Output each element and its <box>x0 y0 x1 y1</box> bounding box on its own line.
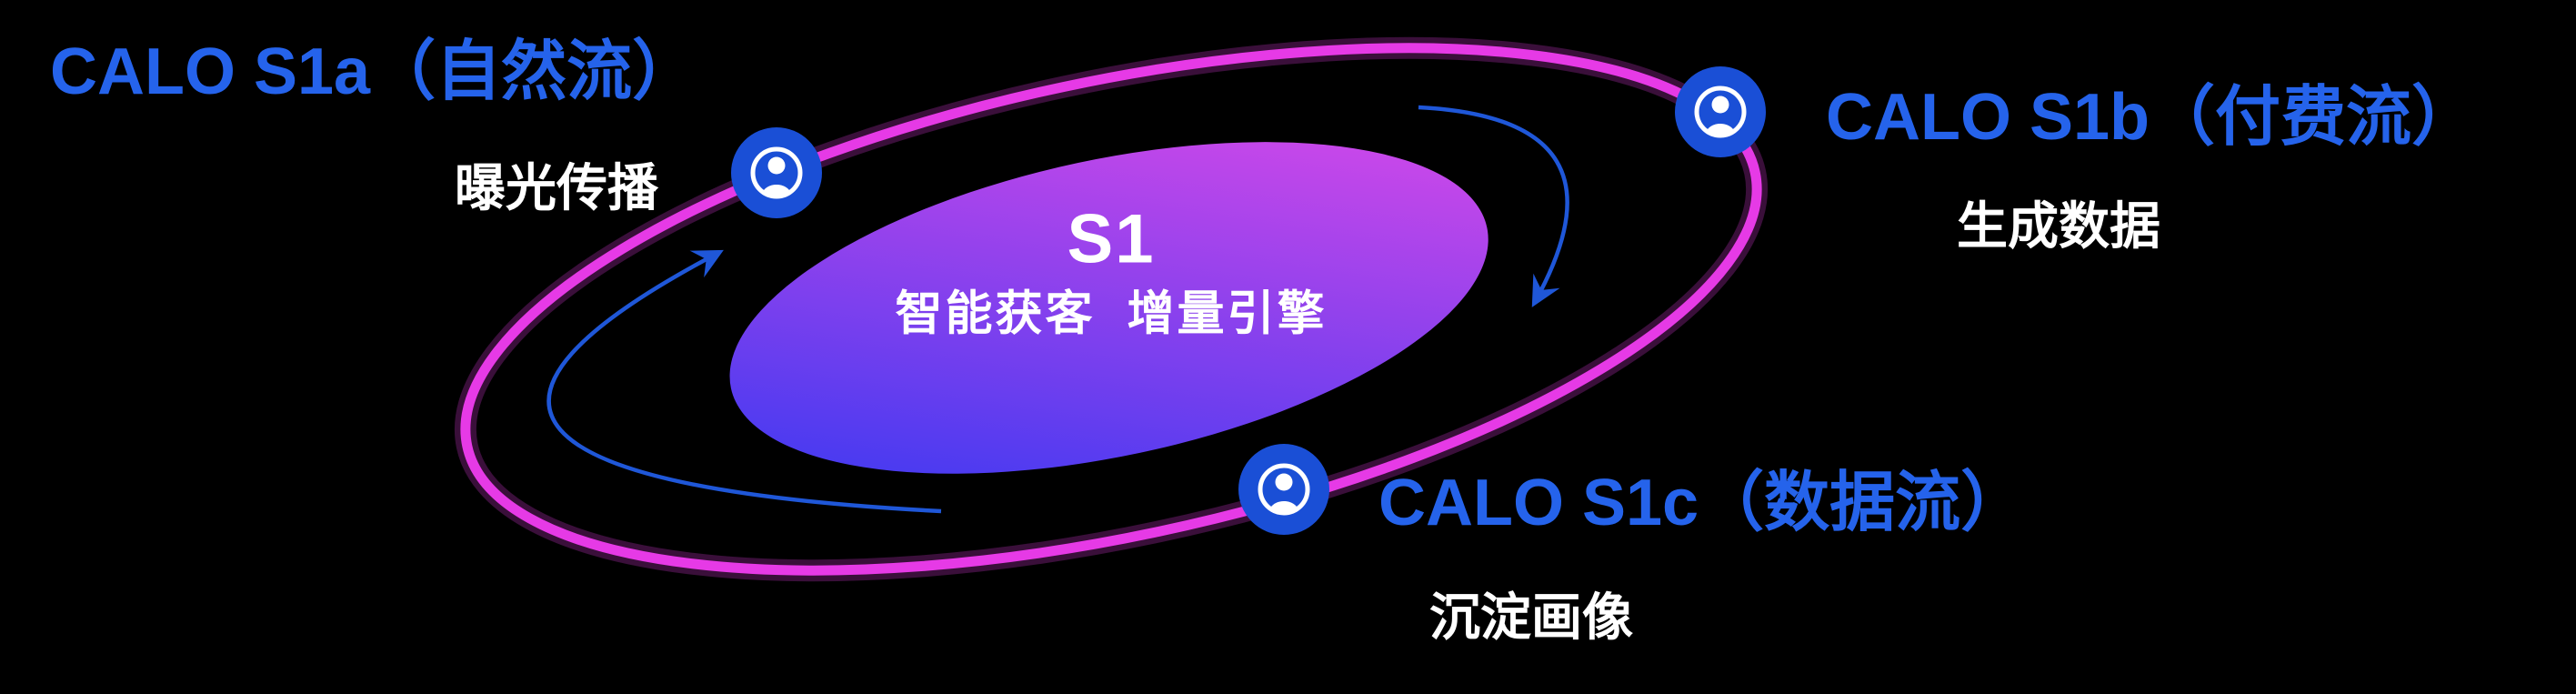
orbit-group <box>454 36 1769 582</box>
user-circle-icon-s1c <box>1238 444 1329 535</box>
node-label-s1b: CALO S1b（付费流） <box>1826 81 2478 154</box>
flow-arrow-left <box>546 249 942 514</box>
core-title: S1 <box>1067 200 1156 278</box>
node-caption-s1b: 生成数据 <box>1957 197 2160 255</box>
node-label-s1c: CALO S1c（数据流） <box>1378 467 2027 539</box>
node-caption-s1c: 沉淀画像 <box>1429 588 1633 646</box>
core-subtitle: 智能获客 增量引擎 <box>895 287 1328 341</box>
user-circle-icon-s1b <box>1675 66 1766 157</box>
node-label-s1a: CALO S1a（自然流） <box>50 35 698 108</box>
node-caption-s1a: 曝光传播 <box>455 159 658 216</box>
flow-arrow-top-right <box>1418 105 1569 307</box>
orbit-ring <box>460 43 1762 576</box>
user-circle-icon-s1a <box>731 127 822 218</box>
core-text-block: S1 智能获客 增量引擎 <box>896 202 1328 341</box>
core-ellipse <box>729 142 1488 474</box>
